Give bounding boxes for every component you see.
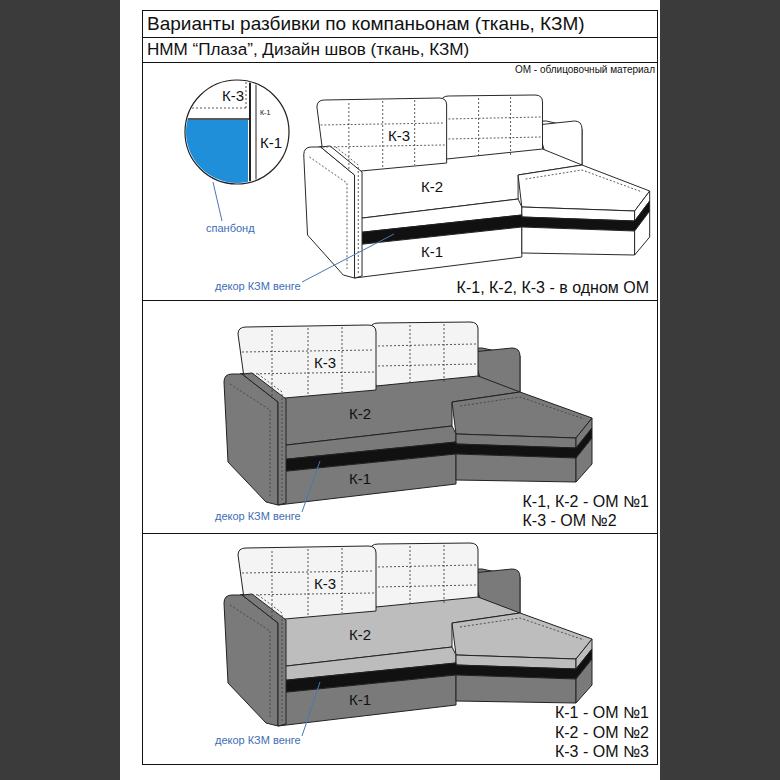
material-note: декор КЗМ венге (215, 280, 301, 293)
variant-caption: К-2 - ОМ №2 (555, 723, 649, 742)
note: ОМ - облицовочный материал (515, 64, 655, 76)
sofa-drawing (304, 95, 650, 278)
part-label: К-2 (347, 405, 373, 422)
variant-caption: К-1, К-2, К-3 - в одном ОМ (457, 278, 649, 297)
part-label: К-3 (312, 575, 338, 592)
variant-panel: К-1 - ОМ №1К-2 - ОМ №2К-3 - ОМ №3 (142, 533, 658, 765)
variant-caption: К-1 - ОМ №1 (555, 703, 649, 722)
part-label: К-2 (419, 178, 445, 195)
variant-panel: К-1, К-2, К-3 - в одном ОМК-3К-1К-1 (142, 62, 658, 301)
sofa-drawing (224, 322, 592, 505)
sheet-ground (120, 0, 660, 780)
part-label: К-1 (347, 470, 373, 487)
subtitle: НММ “Плаза”, Дизайн швов (ткань, КЗМ) (147, 40, 469, 61)
material-note: декор КЗМ венге (215, 734, 301, 747)
title: Варианты разбивки по компаньонам (ткань,… (147, 13, 585, 36)
part-label: К-1 (419, 243, 445, 260)
material-note: декор КЗМ венге (215, 510, 301, 523)
part-label: К-1 (347, 691, 373, 708)
part-label: К-2 (347, 626, 373, 643)
variant-caption: К-1, К-2 - ОМ №1 (523, 492, 649, 511)
title-row: Варианты разбивки по компаньонам (ткань,… (142, 10, 658, 38)
part-label: К-3 (222, 87, 244, 105)
variant-caption: К-3 - ОМ №3 (555, 742, 649, 761)
variant-caption: К-3 - ОМ №2 (523, 511, 649, 530)
material-note: спанбонд (206, 222, 255, 235)
detail-inset: К-3К-1К-1 (186, 81, 290, 185)
header-row: НММ “Плаза”, Дизайн швов (ткань, КЗМ) (142, 37, 658, 63)
leader-line (213, 182, 394, 736)
variant-panel: К-1, К-2 - ОМ №1К-3 - ОМ №2 (142, 300, 658, 534)
part-label: К-3 (312, 354, 338, 371)
part-label: К-1 (260, 134, 282, 152)
sofa-drawing (224, 543, 592, 726)
part-label: К-3 (386, 127, 412, 144)
detail-inset-drawing (180, 78, 289, 190)
part-label: К-1 (260, 109, 270, 117)
